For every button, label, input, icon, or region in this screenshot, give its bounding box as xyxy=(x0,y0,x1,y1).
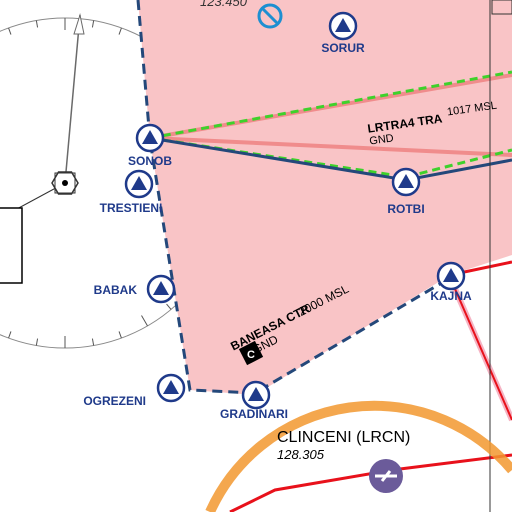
ctr-border xyxy=(136,0,451,395)
rose-tick xyxy=(141,315,148,327)
waypoint-rotbi[interactable]: ROTBI xyxy=(387,167,425,216)
rose-tick xyxy=(166,303,172,310)
tra-lower: GND xyxy=(369,132,395,147)
rose-tick xyxy=(118,27,122,35)
waypoint-triangle-icon xyxy=(153,281,169,295)
waypoint-triangle-icon xyxy=(443,268,459,282)
waypoint-label: BABAK xyxy=(94,283,138,297)
baneasa-ctr-area[interactable] xyxy=(138,0,512,395)
rose-tick xyxy=(91,20,95,28)
waypoint-triangle-icon xyxy=(131,176,147,190)
map-edge-box xyxy=(491,0,512,15)
waypoint-sonob[interactable]: SONOB xyxy=(128,123,172,168)
map-legend-box xyxy=(0,207,23,284)
aerodrome-zone xyxy=(205,400,512,512)
waypoint-sorur[interactable]: SORUR xyxy=(321,11,365,55)
waypoint-trestieni[interactable]: TRESTIENI xyxy=(100,169,163,215)
waypoint-triangle-icon xyxy=(142,130,158,144)
waypoint-layer: SORUR SONOB TRESTIENI ROTBI KAJNA BABAK OGREZE… xyxy=(83,11,472,421)
waypoint-babak[interactable]: BABAK xyxy=(94,274,176,304)
waypoint-label: SONOB xyxy=(128,154,172,168)
waypoint-gradinari[interactable]: GRADINARI xyxy=(220,380,288,421)
aerodrome-frequency: 128.305 xyxy=(277,447,325,462)
top-frequency-label: 123.450 xyxy=(200,0,248,9)
aerodrome-name: CLINCENI (LRCN) xyxy=(277,429,410,446)
waypoint-triangle-icon xyxy=(248,387,264,401)
tra-boundary xyxy=(149,70,512,140)
airspace-class-badge: C xyxy=(238,340,264,366)
rose-tick xyxy=(35,338,39,346)
waypoint-label: OGREZENI xyxy=(83,394,146,408)
waypoint-ogrezeni[interactable]: OGREZENI xyxy=(83,373,186,408)
waypoint-label: ROTBI xyxy=(387,202,424,216)
rose-tick xyxy=(8,27,12,35)
rose-tick xyxy=(118,331,122,339)
vor-station-icon[interactable] xyxy=(51,171,79,195)
rose-tick xyxy=(35,20,39,28)
rose-tick xyxy=(8,331,12,339)
svg-text:C: C xyxy=(247,349,255,361)
tra-boundary-lower xyxy=(149,136,512,179)
rose-tick xyxy=(91,338,95,346)
vor-small-icon[interactable] xyxy=(257,3,283,29)
waypoint-triangle-icon xyxy=(398,174,414,188)
waypoint-label: SORUR xyxy=(321,41,365,55)
airfield-icon[interactable] xyxy=(369,459,403,493)
waypoint-triangle-icon xyxy=(335,18,351,32)
waypoint-triangle-icon xyxy=(163,380,179,394)
waypoint-label: TRESTIENI xyxy=(100,201,163,215)
waypoint-label: KAJNA xyxy=(430,289,472,303)
waypoint-kajna[interactable]: KAJNA xyxy=(430,261,472,303)
waypoint-label: GRADINARI xyxy=(220,407,288,421)
